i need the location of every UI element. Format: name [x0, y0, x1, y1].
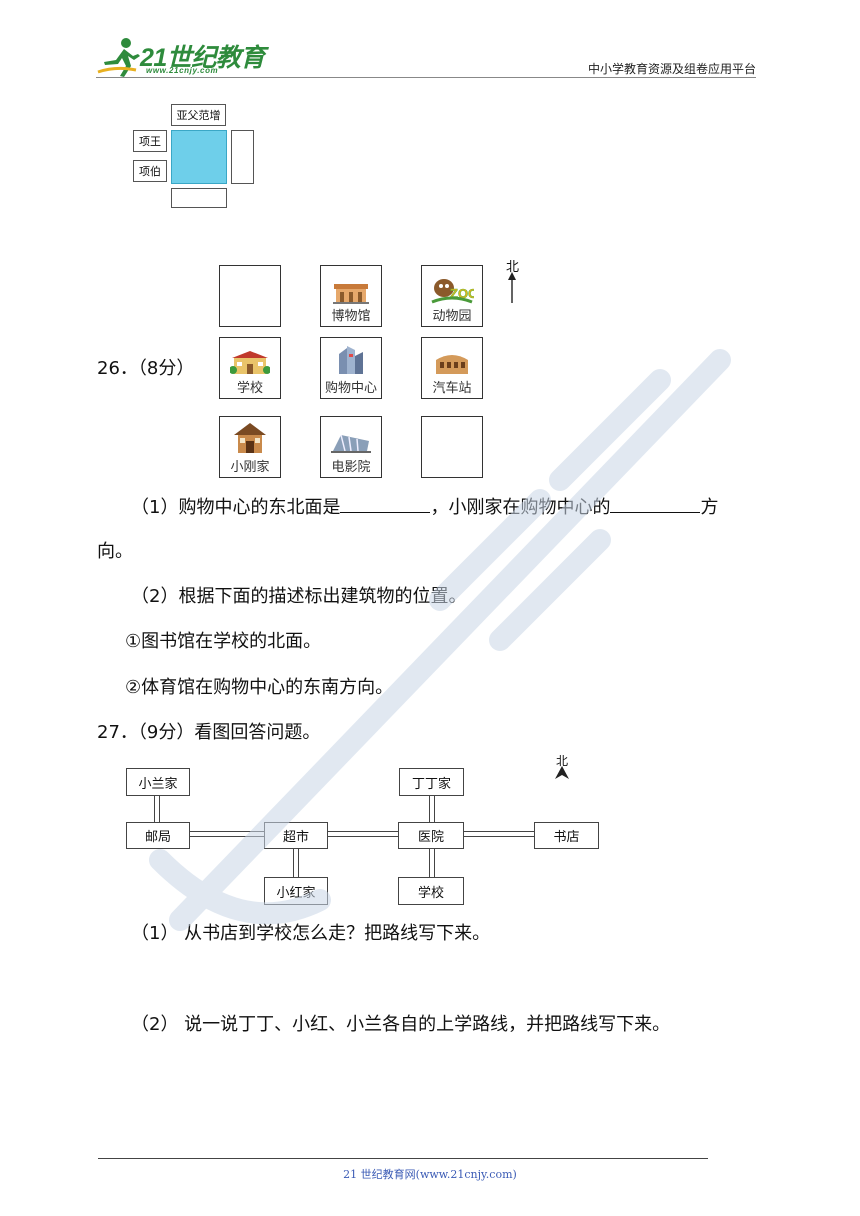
- q27-sub1: （1） 从书店到学校怎么走？把路线写下来。: [131, 923, 491, 944]
- grid-cell-empty-nw[interactable]: [219, 265, 281, 327]
- logo-url: www.21cnjy.com: [146, 66, 219, 75]
- xiaogang-home-label: 小刚家: [230, 460, 270, 475]
- north-arrow-icon: [508, 272, 516, 303]
- seat-left-bottom: 项伯: [133, 160, 167, 182]
- grid-cell-bus-station: 汽车站: [421, 337, 483, 399]
- road-market-xiaohong: [293, 849, 299, 877]
- north-arrowhead-icon: [555, 766, 569, 779]
- q26-sub1-part-a: （1）购物中心的东北面是: [131, 497, 341, 518]
- grid-cell-mall: 购物中心: [320, 337, 382, 399]
- mall-label: 购物中心: [324, 381, 377, 396]
- seat-left-top: 项王: [133, 130, 167, 152]
- q26-sub1-cont: 向。: [97, 541, 133, 562]
- zoo-icon: ZOO: [431, 279, 474, 304]
- grid-cell-museum: 博物馆: [320, 265, 382, 327]
- site-logo: 21世纪教育 www.21cnjy.com: [96, 36, 266, 80]
- road-hospital-bookstore: [464, 831, 534, 837]
- museum-icon: [333, 284, 369, 304]
- house-icon: [234, 423, 266, 453]
- q26-sub1-part-c: 方: [700, 497, 719, 518]
- road-market-hospital: [328, 831, 398, 837]
- footer-text: 21 世纪教育网(www.21cnjy.com): [343, 1168, 517, 1181]
- q26-north-label: 北: [506, 260, 520, 275]
- q26-sub2-item1: ①图书馆在学校的北面。: [125, 631, 322, 652]
- museum-label: 博物馆: [331, 309, 371, 324]
- cinema-label: 电影院: [331, 460, 371, 475]
- q27-number: 27．（9分）看图回答问题。: [97, 722, 321, 743]
- zoo-label: 动物园: [432, 309, 472, 324]
- runner-logo-icon: [97, 38, 140, 77]
- q26-number: 26．（8分）: [97, 358, 195, 379]
- road-hospital-school: [429, 849, 435, 877]
- platform-title: 中小学教育资源及组卷应用平台: [587, 62, 756, 76]
- place-school: 学校: [398, 877, 464, 905]
- road-post-market: [190, 831, 264, 837]
- seat-top-label: 亚父范增: [171, 104, 226, 126]
- answer-blank-2[interactable]: [610, 494, 701, 513]
- grid-cell-cinema: 电影院: [320, 416, 382, 478]
- place-dingding-home: 丁丁家: [399, 768, 464, 796]
- q26-sub1-part-b: ，小刚家在购物中心的: [430, 497, 611, 518]
- grid-cell-xiaogang-home: 小刚家: [219, 416, 281, 478]
- seat-bottom: [171, 188, 227, 208]
- place-bookstore: 书店: [534, 822, 599, 849]
- place-supermarket: 超市: [264, 822, 328, 849]
- place-hospital: 医院: [398, 822, 464, 849]
- place-post-office: 邮局: [126, 822, 190, 849]
- place-xiaohong-home: 小红家: [264, 877, 328, 905]
- seat-right: [231, 130, 254, 184]
- q26-sub1: （1）购物中心的东北面是 ，小刚家在购物中心的 方: [131, 494, 718, 520]
- grid-cell-school: 学校: [219, 337, 281, 399]
- bus-station-icon: [436, 355, 468, 374]
- school-label: 学校: [236, 381, 263, 396]
- cinema-icon: [331, 434, 371, 453]
- seat-table: [171, 130, 227, 184]
- q27-sub2: （2） 说一说丁丁、小红、小兰各自的上学路线，并把路线写下来。: [131, 1014, 671, 1035]
- q26-sub2: （2）根据下面的描述标出建筑物的位置。: [131, 586, 467, 607]
- answer-blank-1[interactable]: [340, 494, 431, 513]
- mall-icon: [339, 346, 363, 374]
- q26-sub2-item2: ②体育馆在购物中心的东南方向。: [125, 677, 394, 698]
- footer-divider: [98, 1158, 708, 1159]
- header-divider: [96, 77, 756, 78]
- road-xiaolan-post: [154, 796, 160, 822]
- grid-cell-zoo: ZOO 动物园: [421, 265, 483, 327]
- bus-station-label: 汽车站: [432, 381, 472, 396]
- logo-text: 21世纪教育: [140, 44, 265, 72]
- place-xiaolan-home: 小兰家: [126, 768, 190, 796]
- road-dingding-hospital: [429, 796, 435, 822]
- school-icon: [230, 351, 270, 374]
- grid-cell-empty-se[interactable]: [421, 416, 483, 478]
